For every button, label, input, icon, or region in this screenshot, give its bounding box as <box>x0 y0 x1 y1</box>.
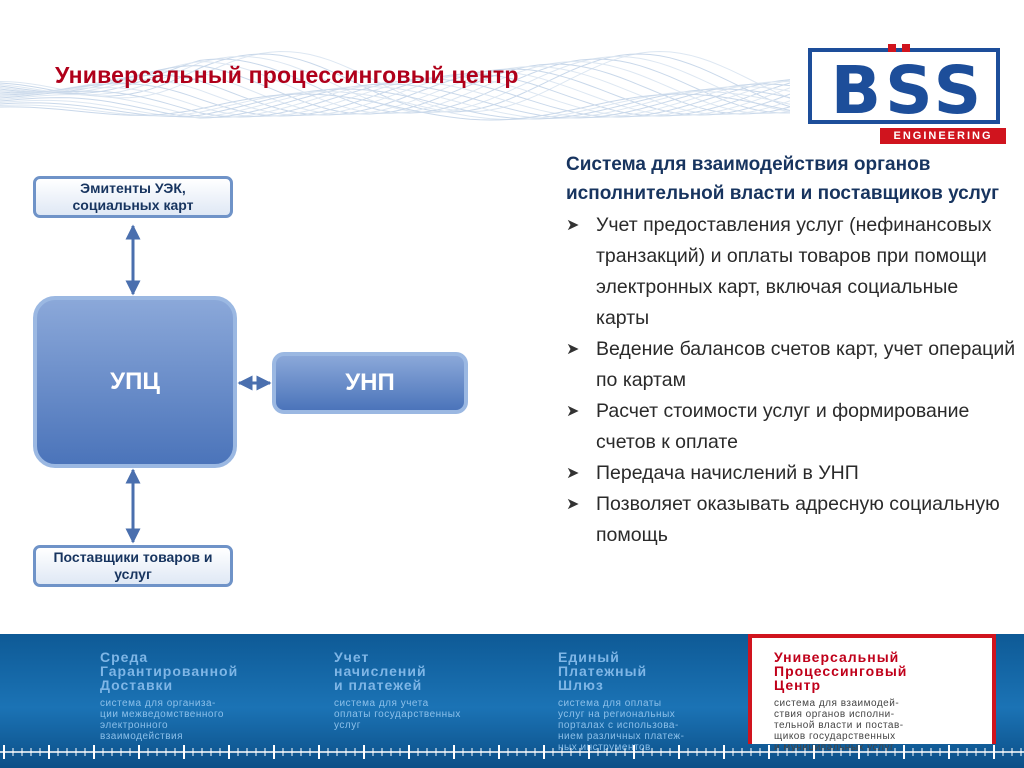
footer-column-title: Среда Гарантированной Доставки <box>100 650 320 692</box>
wave-line <box>0 88 790 120</box>
desc-line: щиков государственных <box>774 731 896 742</box>
logo-frame: BSS <box>808 48 1000 126</box>
desc-line: ции межведомственного <box>100 709 224 720</box>
logo-red-mark <box>888 44 896 52</box>
title-line: Универсальный <box>774 649 900 665</box>
bss-logo: BSS ENGINEERING <box>808 44 1008 146</box>
footer-tick-strip <box>0 745 1024 759</box>
arrowhead-bullet-icon: ➤ <box>566 496 580 513</box>
desc-line: услуг на региональных <box>558 709 676 720</box>
desc-line: система для организа- <box>100 698 216 709</box>
title-line: Гарантированной <box>100 663 239 679</box>
desc-line: услуг <box>334 720 361 731</box>
arrowhead-bullet-icon: ➤ <box>566 465 580 482</box>
bullet-item: ➤ Расчет стоимости услуг и формирование с… <box>566 396 1016 458</box>
logo-text: BSS <box>830 52 986 129</box>
desc-line: электронного <box>100 720 169 731</box>
bullet-text: Расчет стоимости услуг и формирование сч… <box>596 400 970 453</box>
architecture-diagram: Эмитенты УЭК, социальных карт УПЦ УНП По… <box>0 160 520 600</box>
logo-subtitle: ENGINEERING <box>880 128 1006 144</box>
desc-line: и муниципальных услуг <box>774 742 895 753</box>
arrowhead-bullet-icon: ➤ <box>566 341 580 358</box>
arrowhead-bullet-icon: ➤ <box>566 217 580 234</box>
footer-banner: Среда Гарантированной Доставки система д… <box>0 634 1024 768</box>
box-suppliers: Поставщики товаров и услуг <box>33 545 233 587</box>
title-line: Платежный <box>558 663 648 679</box>
bullet-item: ➤ Учет предоставления услуг (нефинансовых… <box>566 210 1016 334</box>
desc-line: ных инструментов <box>558 742 651 753</box>
content-title: Система для взаимодействия органов испол… <box>566 154 1000 204</box>
arrowhead-bullet-icon: ➤ <box>566 403 580 420</box>
bullet-text: Позволяет оказывать адресную социальную … <box>596 493 1000 546</box>
wave-line <box>0 50 790 113</box>
box-upc: УПЦ <box>33 296 237 468</box>
footer-column-title: Учет начислений и платежей <box>334 650 554 692</box>
wave-line <box>0 80 790 119</box>
title-line: Шлюз <box>558 677 604 693</box>
content-panel: Система для взаимодействия органов испол… <box>566 150 1016 551</box>
title-line: и платежей <box>334 677 423 693</box>
bullet-item: ➤ Позволяет оказывать адресную социальную… <box>566 489 1016 551</box>
footer-column-desc: система для оплаты услуг на региональных… <box>558 698 778 753</box>
desc-line: система для оплаты <box>558 698 662 709</box>
footer-column-desc: система для учета оплаты государственных… <box>334 698 554 731</box>
bullet-text: Ведение балансов счетов карт, учет опера… <box>596 338 1016 391</box>
desc-line: ствия органов исполни- <box>774 709 895 720</box>
bullet-text: Учет предоставления услуг (нефинансовых … <box>596 214 992 329</box>
page-title: Универсальный процессинговый центр <box>55 62 519 88</box>
bullet-list: ➤ Учет предоставления услуг (нефинансовых… <box>566 210 1016 551</box>
wave-pattern <box>0 50 790 121</box>
footer-column-upc: Универсальный Процессинговый Центр систе… <box>774 650 994 753</box>
footer-column-title: Универсальный Процессинговый Центр <box>774 650 994 692</box>
footer-highlight-upc: Универсальный Процессинговый Центр систе… <box>748 634 996 753</box>
bullet-text: Передача начислений в УНП <box>596 462 859 484</box>
header-wave-band <box>0 40 790 150</box>
title-line: Единый <box>558 649 620 665</box>
wave-line <box>0 85 790 120</box>
footer-column-sgd: Среда Гарантированной Доставки система д… <box>100 650 320 742</box>
connector-arrows <box>125 224 272 544</box>
footer-column-unp: Учет начислений и платежей система для у… <box>334 650 554 731</box>
title-line: Процессинговый <box>774 663 908 679</box>
title-line: Среда <box>100 649 149 665</box>
bullet-item: ➤ Передача начислений в УНП <box>566 458 1016 489</box>
bullet-item: ➤ Ведение балансов счетов карт, учет опер… <box>566 334 1016 396</box>
title-line: начислений <box>334 663 427 679</box>
box-issuers: Эмитенты УЭК, социальных карт <box>33 176 233 218</box>
desc-line: оплаты государственных <box>334 709 461 720</box>
wave-line <box>0 83 790 119</box>
footer-column-desc: система для организа- ции межведомственн… <box>100 698 320 742</box>
box-unp: УНП <box>272 352 468 414</box>
footer-column-desc: система для взаимодей- ствия органов исп… <box>774 698 994 753</box>
title-line: Доставки <box>100 677 174 693</box>
footer-column-eps: Единый Платежный Шлюз система для оплаты… <box>558 650 778 753</box>
logo-red-mark <box>902 44 910 52</box>
desc-line: тельной власти и постав- <box>774 720 904 731</box>
desc-line: взаимодействия <box>100 731 184 742</box>
wave-line <box>0 93 790 121</box>
desc-line: система для учета <box>334 698 429 709</box>
desc-line: нием различных платеж- <box>558 731 685 742</box>
desc-line: система для взаимодей- <box>774 698 900 709</box>
title-line: Учет <box>334 649 370 665</box>
desc-line: порталах с использова- <box>558 720 679 731</box>
title-line: Центр <box>774 677 822 693</box>
footer-column-title: Единый Платежный Шлюз <box>558 650 778 692</box>
